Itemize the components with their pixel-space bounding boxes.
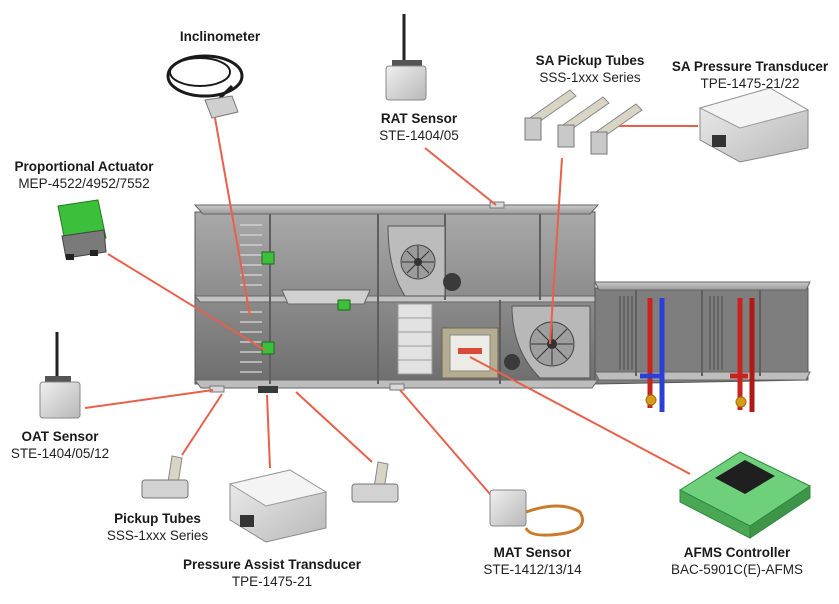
heating-coil-pipes [730,298,755,412]
mat-sensor-title: MAT Sensor [493,545,572,560]
cooling-coil-pipes [640,298,665,412]
proportional-actuator-title: Proportional Actuator [14,159,154,174]
label-mat-sensor: MAT Sensor STE-1412/13/14 [483,545,582,577]
air-handling-unit [193,201,811,412]
label-oat-sensor: OAT Sensor STE-1404/05/12 [10,429,110,461]
inclinometer-title: Inclinometer [179,29,261,44]
label-pressure-assist-transducer: Pressure Assist Transducer TPE-1475-21 [182,557,362,589]
sa-pressure-transducer-model: TPE-1475-21/22 [700,76,800,91]
label-rat-sensor: RAT Sensor STE-1404/05 [379,111,459,143]
pickup-tubes-title: Pickup Tubes [114,511,201,526]
sa-pickup-tubes-model: SSS-1xxx Series [539,70,641,85]
label-sa-pickup-tubes: SA Pickup Tubes SSS-1xxx Series [535,53,645,85]
label-inclinometer: Inclinometer [179,29,261,44]
sa-pressure-transducer-title: SA Pressure Transducer [671,59,829,74]
return-fan [387,225,461,297]
oat-sensor-model: STE-1404/05/12 [10,446,110,461]
leader-lines [84,117,698,495]
label-proportional-actuator: Proportional Actuator MEP-4522/4952/7552 [14,159,154,191]
pressure-assist-transducer-title: Pressure Assist Transducer [182,557,362,572]
pickup-tube-left-device [141,455,189,499]
sa-pickup-tubes-device [524,89,643,155]
pickup-tube-right-device [351,461,399,503]
label-sa-pressure-transducer: SA Pressure Transducer TPE-1475-21/22 [671,59,829,91]
label-pickup-tubes: Pickup Tubes SSS-1xxx Series [106,511,209,543]
afms-controller-title: AFMS Controller [683,545,791,560]
afms-controller-model: BAC-5901C(E)-AFMS [670,562,804,577]
sa-pressure-transducer-device [698,87,810,163]
mat-sensor-model: STE-1412/13/14 [483,562,582,577]
label-afms-controller: AFMS Controller BAC-5901C(E)-AFMS [670,545,804,577]
sa-pickup-tubes-title: SA Pickup Tubes [535,53,645,68]
rat-sensor-model: STE-1404/05 [379,128,459,143]
afms-panel [441,327,499,379]
pressure-assist-transducer-device [228,469,328,543]
proportional-actuator-model: MEP-4522/4952/7552 [18,176,150,191]
inclinometer-device [166,54,244,119]
rat-sensor-device [385,14,427,101]
oat-sensor-device [39,332,81,419]
pressure-assist-transducer-model: TPE-1475-21 [231,574,313,589]
oat-sensor-title: OAT Sensor [21,429,99,444]
mat-sensor-device [489,489,584,537]
proportional-actuator-device [57,199,107,260]
rat-sensor-title: RAT Sensor [380,111,458,126]
afms-controller-device [678,451,812,539]
pickup-tubes-model: SSS-1xxx Series [106,528,209,543]
